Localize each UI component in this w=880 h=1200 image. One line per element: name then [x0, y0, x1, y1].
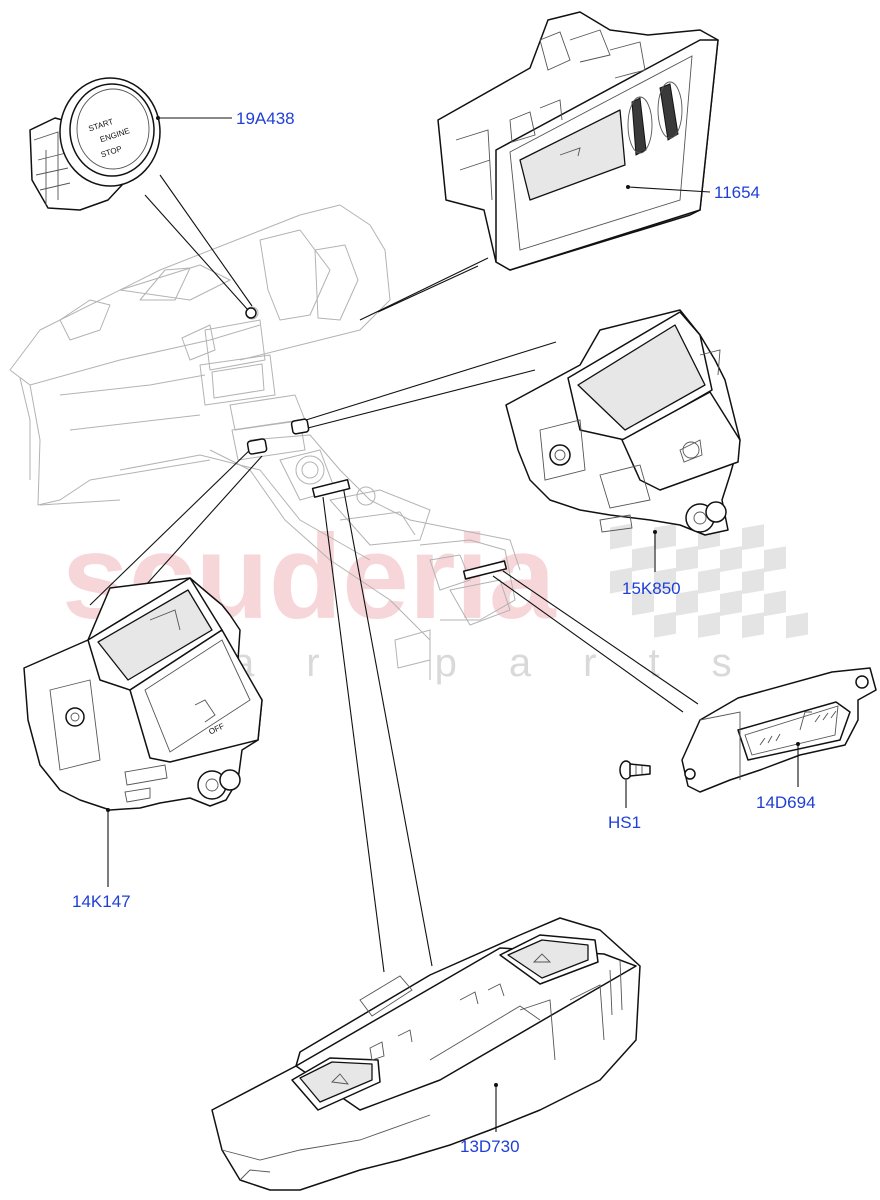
- callout-11654: 11654: [714, 183, 760, 202]
- callout-labels: 19A438 11654 15K850 14K147 14D694 HS1 13…: [72, 109, 816, 1156]
- callout-19A438: 19A438: [236, 109, 295, 128]
- park-brake-switch: [505, 309, 741, 572]
- leader-lines: [89, 174, 699, 973]
- headlamp-switch: [437, 11, 719, 271]
- callout-14D694: 14D694: [756, 793, 816, 812]
- watermark-sub: car parts: [160, 641, 784, 685]
- console-switch-pack: [211, 917, 641, 1191]
- checker-flag: [610, 523, 808, 639]
- start-stop-switch: START ENGINE STOP: [29, 77, 232, 211]
- terrain-switch: OFF: [23, 577, 263, 887]
- callout-HS1: HS1: [608, 813, 641, 832]
- dashboard-context: [9, 204, 521, 680]
- callout-14K147: 14K147: [72, 892, 131, 911]
- heated-seat-switch: [681, 667, 877, 793]
- callout-15K850: 15K850: [622, 579, 681, 598]
- callout-13D730: 13D730: [460, 1137, 520, 1156]
- screw-hs1: [619, 760, 651, 808]
